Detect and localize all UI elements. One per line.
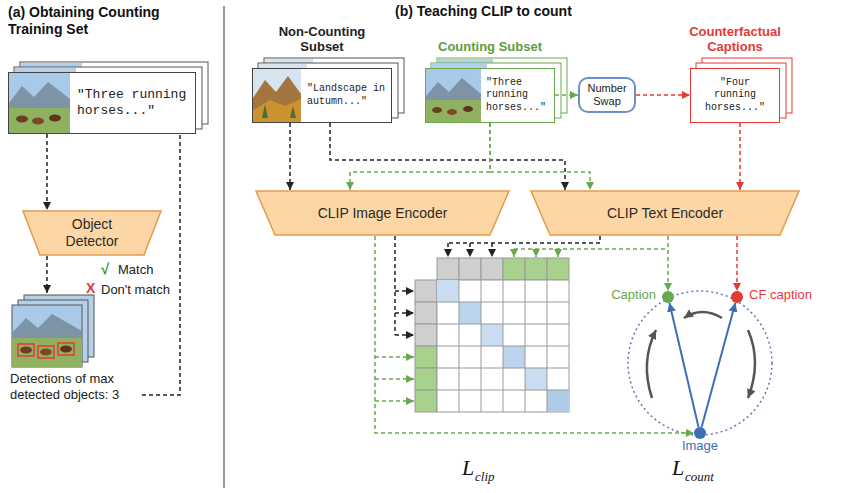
subset-heading: Non-Counting Subset: [267, 25, 377, 55]
trapezoid-shape: [531, 191, 799, 235]
trapezoid-shape: [23, 211, 161, 255]
connector: [702, 303, 736, 427]
counterfactual-stack: [690, 58, 792, 123]
connector: [739, 123, 741, 190]
connector: [330, 123, 565, 190]
embedding-circle: [628, 291, 772, 435]
connector: [375, 236, 694, 433]
subset-heading: Counting Subset: [435, 40, 545, 55]
connector: [555, 94, 578, 96]
caption-card: "Three running horses...": [8, 72, 196, 134]
caption-card: Non-Counting Subset"Landscape in autumn.…: [252, 68, 392, 123]
encoder-block: CLIP Text Encoder: [530, 190, 800, 236]
encoder-block: CLIP Image Encoder: [255, 190, 510, 236]
point-label: Caption: [611, 288, 656, 303]
block-label: Object Detector: [46, 216, 138, 250]
image-stack-counting: [425, 58, 567, 123]
matrix-feed-lines: [375, 236, 668, 401]
detection-caption: Detections of max detected objects: 3: [10, 371, 142, 404]
caption-card: Counting Subset"Three running horses...": [425, 68, 555, 123]
connector: [667, 236, 669, 291]
embedding-dot: Caption: [662, 291, 674, 303]
match-label: Match: [118, 263, 153, 277]
swap-label: Number Swap: [583, 82, 631, 107]
detection-images: [12, 295, 94, 367]
point-label: Image: [682, 439, 718, 454]
connector: [46, 256, 48, 293]
detection-group: Detections of max detected objects: 3: [10, 293, 142, 404]
cf-caption-card: Counterfactual Captions"Four running hor…: [690, 68, 780, 123]
mismatch-label: Don't match: [101, 283, 170, 297]
panel-title: (a) Obtaining Counting Training Set: [8, 4, 198, 38]
panel-title: (b) Teaching CLIP to count: [395, 3, 572, 20]
connector: [490, 123, 590, 190]
connector: [669, 303, 698, 427]
trapezoid-shape: [256, 191, 509, 235]
loss-subscript: clip: [475, 470, 495, 484]
similarity-matrix: [415, 258, 569, 412]
panel-divider: [223, 6, 225, 488]
block-label: CLIP Text Encoder: [607, 205, 723, 222]
connector: [350, 123, 490, 190]
embedding-dot: CF caption: [731, 291, 743, 303]
point-label: CF caption: [749, 288, 812, 303]
match-mark: √: [101, 261, 109, 278]
swap-box: Number Swap: [578, 77, 636, 113]
embedding-dot: Image: [694, 427, 706, 439]
connector: [636, 94, 690, 96]
loss-symbol: L: [672, 456, 684, 480]
connector: [289, 123, 291, 190]
loss-symbol: L: [462, 456, 474, 480]
connector: [736, 236, 738, 291]
caption-text: "Three running horses...": [486, 77, 551, 115]
loss-subscript: count: [685, 470, 714, 484]
image-stack-noncounting: [252, 58, 404, 123]
image-stack-a: [8, 62, 208, 134]
subset-heading: Counterfactual Captions: [670, 25, 800, 55]
caption-text: "Three running horses...": [77, 87, 191, 120]
caption-text: "Landscape in autumn...": [307, 83, 387, 108]
mismatch-mark: X: [86, 281, 95, 296]
connector: [46, 134, 48, 210]
caption-text: "Four running horses...": [699, 77, 771, 115]
block-label: CLIP Image Encoder: [318, 205, 448, 222]
detector-block: Object Detector: [22, 210, 162, 256]
